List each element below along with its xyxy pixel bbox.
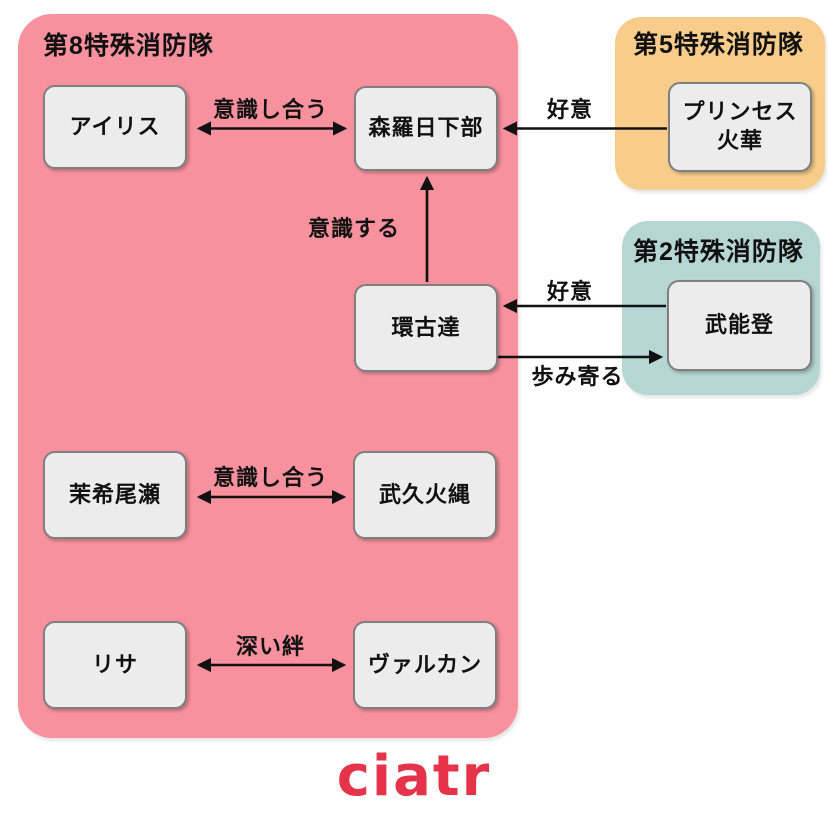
character-box-lisa: リサ [43, 621, 187, 709]
character-box-tamaki: 環古達 [354, 284, 498, 372]
character-name: 森羅日下部 [368, 115, 484, 141]
relationship-label-iris-shinra: 意識し合う [212, 97, 328, 122]
character-name: 環古達 [391, 314, 461, 340]
group-company5-label: 第5特殊消防隊 [633, 31, 804, 59]
character-name-line1: プリンセス [682, 99, 798, 125]
relationship-label-hibana-shinra: 好意 [546, 97, 593, 122]
character-box-maki: 茉希尾瀬 [43, 451, 187, 539]
relationship-label-noto-tamaki: 好意 [546, 279, 593, 304]
character-name-line2: 火華 [716, 128, 763, 153]
character-name: ヴァルカン [367, 651, 483, 677]
character-name: アイリス [69, 113, 161, 139]
group-company8-label: 第8特殊消防隊 [43, 32, 214, 60]
character-name: 武久火縄 [378, 481, 471, 507]
character-name: リサ [91, 651, 138, 677]
character-box-hibana: プリンセス 火華 [668, 82, 812, 172]
character-name: 茉希尾瀬 [68, 481, 161, 507]
ciatr-logo: ciatr [336, 744, 492, 809]
character-box-iris: アイリス [43, 85, 187, 169]
character-box-vulcan: ヴァルカン [353, 621, 497, 709]
character-box-noto: 武能登 [667, 280, 812, 371]
relationship-label-tamaki-shinra: 意識する [307, 216, 400, 241]
relationship-label-maki-hinawa: 意識し合う [212, 465, 328, 490]
relationship-label-tamaki-noto: 歩み寄る [531, 364, 624, 389]
character-name: 武能登 [704, 312, 774, 338]
relationship-label-lisa-vulcan: 深い絆 [235, 634, 305, 659]
group-company2-label: 第2特殊消防隊 [633, 238, 804, 266]
character-box-hinawa: 武久火縄 [353, 451, 497, 539]
character-box-shinra: 森羅日下部 [354, 86, 498, 171]
